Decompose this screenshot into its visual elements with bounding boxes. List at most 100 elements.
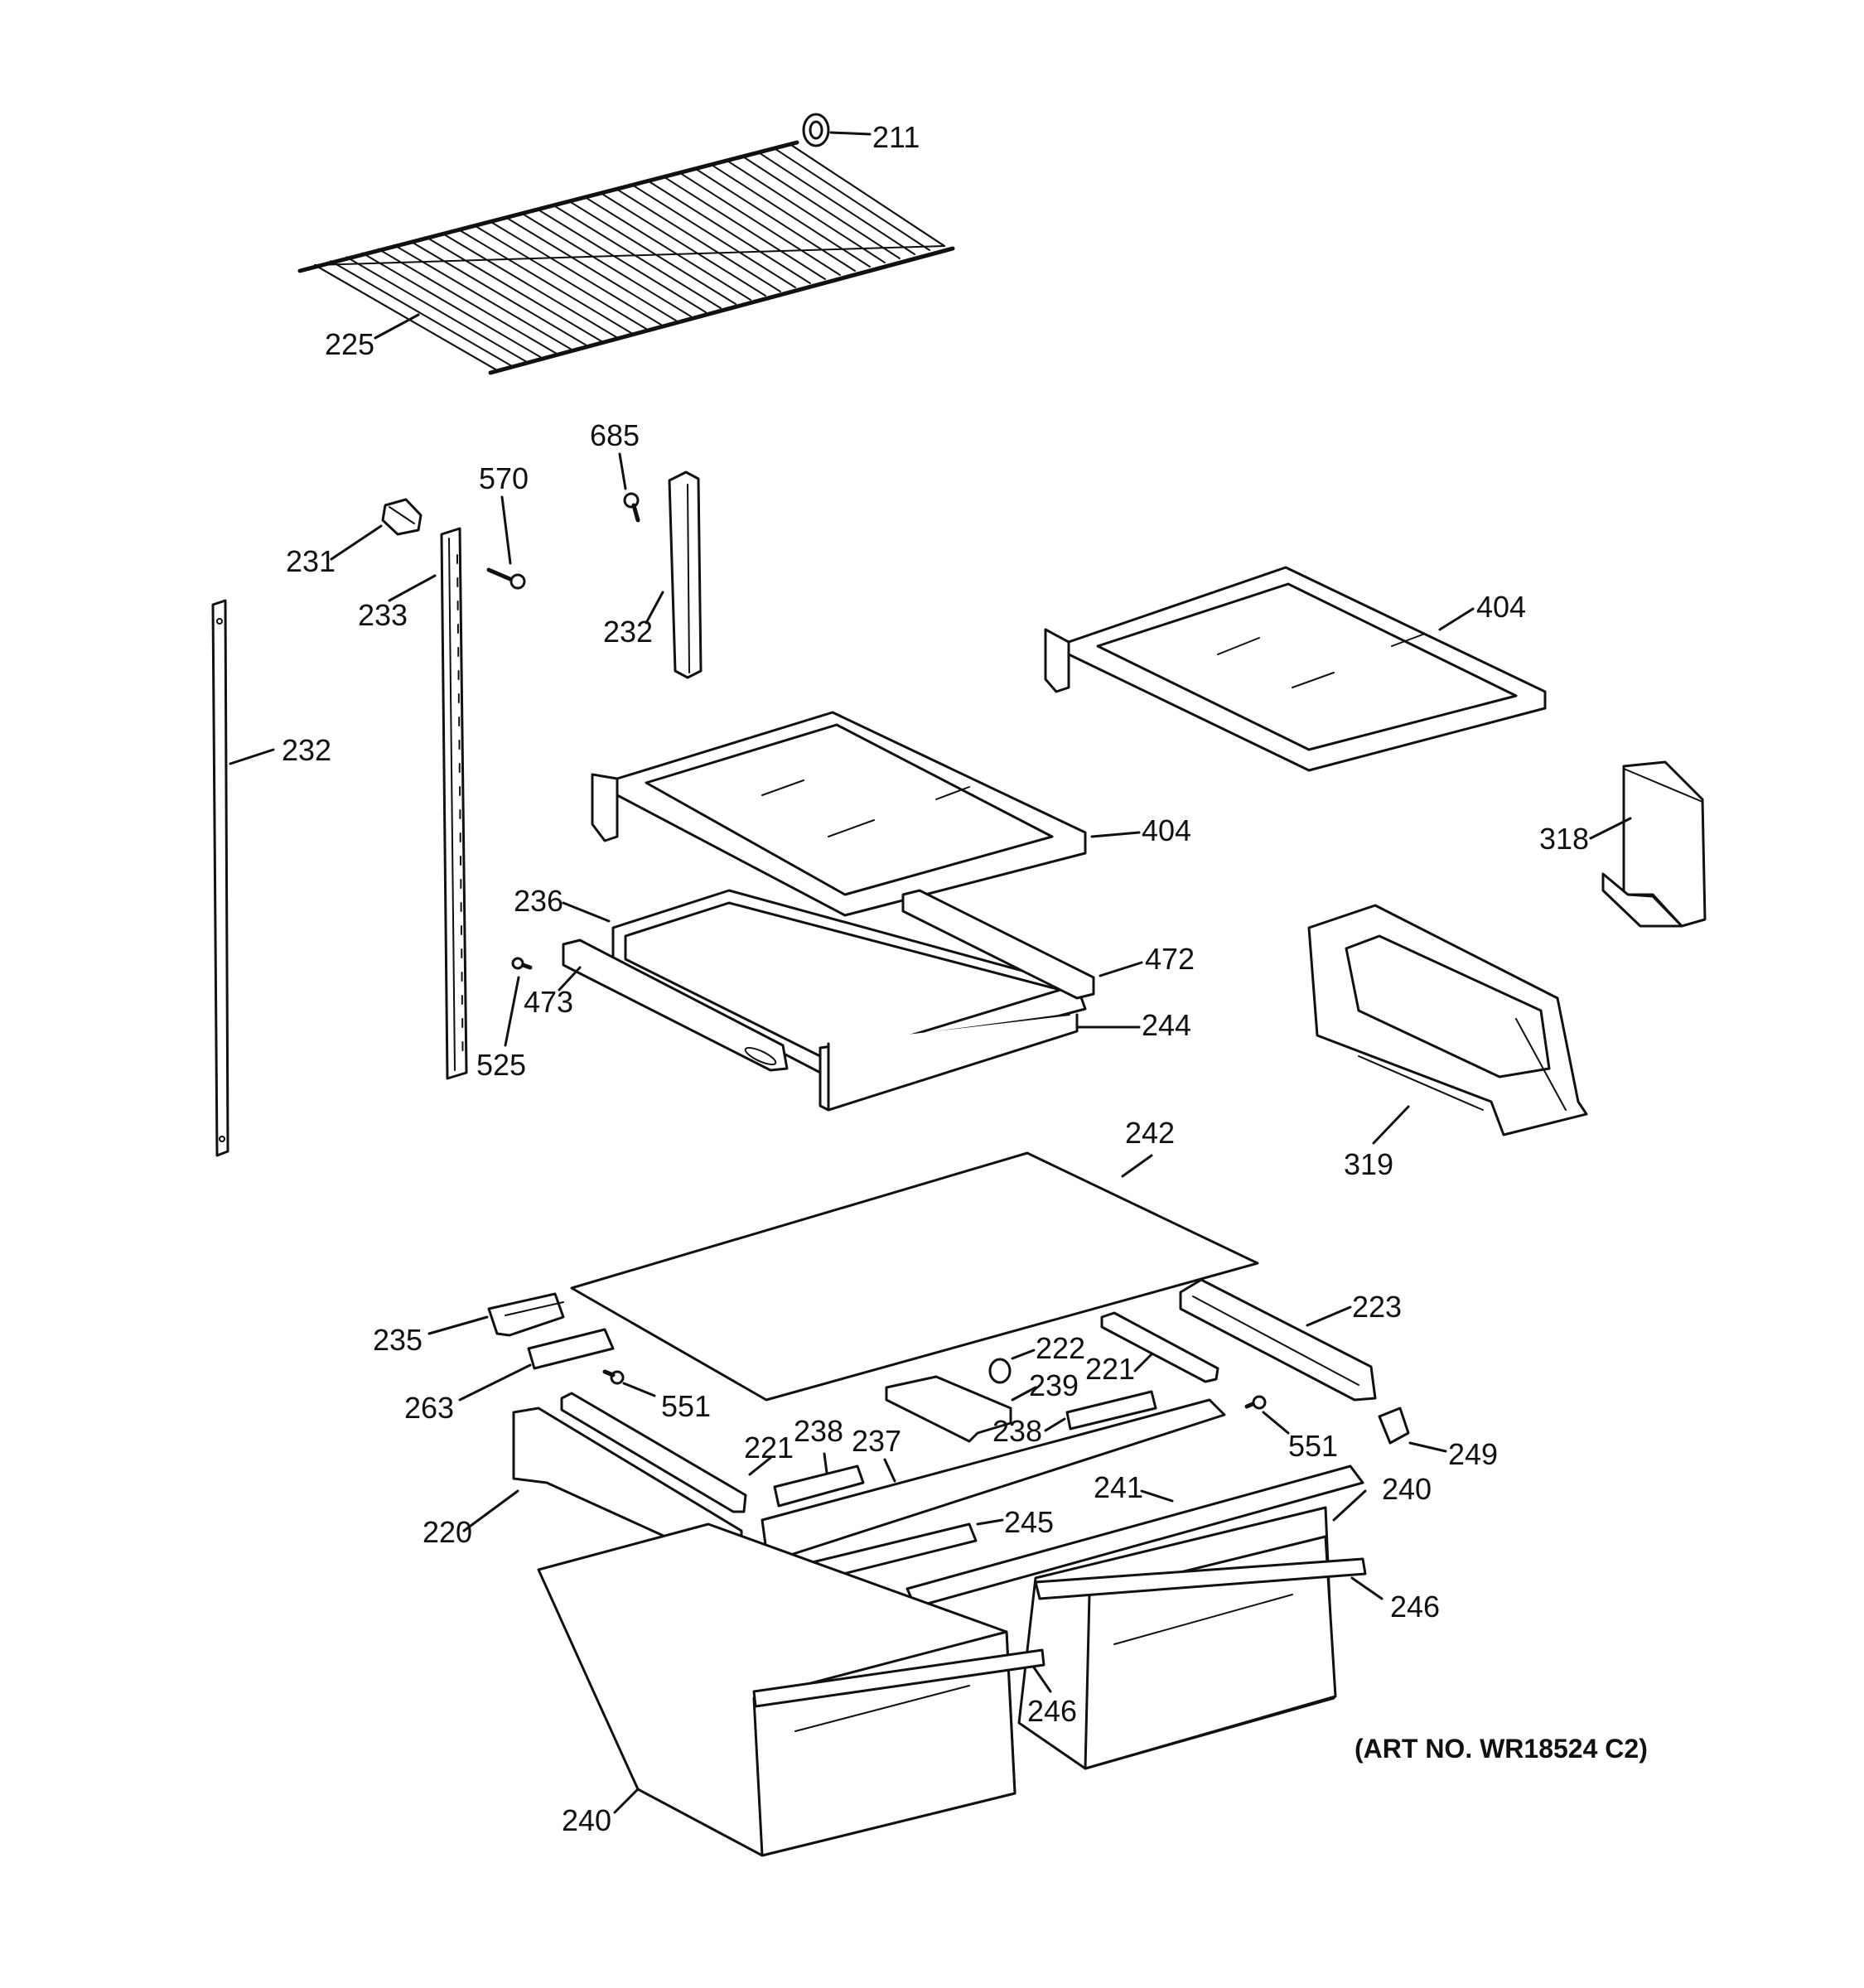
shelf-wire-rod	[695, 168, 856, 272]
shelf-wire-rod	[505, 216, 677, 321]
shelf-wire-rod	[425, 236, 602, 342]
shelf-wire-rod	[647, 180, 811, 284]
label-685: 685	[590, 418, 640, 452]
part-473-side-rail	[558, 939, 789, 1072]
label-551-right: 551	[1288, 1429, 1338, 1463]
part-263-rail	[458, 1328, 615, 1402]
part-232-left-rail	[211, 599, 275, 1157]
label-249: 249	[1448, 1437, 1498, 1471]
shelf-wire-rod	[742, 156, 901, 259]
shelf-wire-rod	[377, 248, 558, 355]
label-240-left: 240	[562, 1803, 611, 1837]
shelf-wire-rod	[536, 208, 707, 313]
shelf-wire-rod	[774, 147, 930, 251]
part-235-rail	[427, 1292, 565, 1337]
label-242: 242	[1125, 1116, 1175, 1150]
label-263: 263	[404, 1391, 454, 1425]
label-241: 241	[1094, 1470, 1143, 1504]
label-220: 220	[423, 1515, 472, 1549]
label-404-upper: 404	[1476, 590, 1526, 624]
part-570-screw	[486, 495, 526, 590]
shelf-wire-rod	[663, 176, 826, 280]
label-246-left: 246	[1027, 1694, 1077, 1728]
art-number: (ART NO. WR18524 C2)	[1355, 1734, 1648, 1764]
shelf-wire-rod	[393, 244, 572, 350]
part-231-clip	[330, 498, 423, 561]
label-235: 235	[373, 1323, 423, 1357]
shelf-wire-rod	[616, 188, 781, 292]
part-246-right-handle	[1034, 1557, 1384, 1600]
part-232-upper-rail	[645, 470, 703, 679]
label-239: 239	[1029, 1368, 1079, 1402]
part-472-rail	[901, 889, 1143, 1000]
label-236: 236	[514, 884, 563, 918]
label-232-upper: 232	[603, 615, 653, 649]
part-221-left-rail	[560, 1392, 772, 1513]
part-222-roller	[988, 1349, 1036, 1384]
shelf-wire-rod	[472, 224, 647, 330]
label-231: 231	[286, 544, 336, 578]
shelf-wire-rod	[441, 232, 617, 338]
label-570: 570	[479, 461, 529, 495]
label-245: 245	[1004, 1505, 1054, 1539]
shelf-wire-rod	[790, 144, 945, 247]
label-223: 223	[1352, 1290, 1402, 1324]
shelf-wire-rod	[583, 195, 751, 301]
part-223-rail	[1179, 1278, 1377, 1402]
label-221-right: 221	[1085, 1352, 1135, 1386]
shelf-wire-rod	[520, 212, 692, 317]
shelf-wire-rod	[330, 260, 513, 367]
part-404-upper-shelf	[1044, 566, 1547, 772]
label-233: 233	[358, 598, 408, 632]
part-685-screw	[618, 452, 640, 523]
label-225: 225	[325, 327, 374, 361]
part-225-wire-shelf	[297, 140, 955, 375]
label-221-left: 221	[744, 1431, 794, 1464]
part-246-left-handle	[752, 1648, 1052, 1708]
shelf-wire-rod	[711, 164, 871, 268]
part-404-lower-shelf	[591, 711, 1141, 917]
shelf-wire-rod	[631, 184, 796, 288]
part-239-slide	[885, 1375, 1037, 1443]
label-211: 211	[872, 120, 920, 154]
label-473: 473	[524, 985, 573, 1019]
label-318: 318	[1539, 822, 1589, 856]
part-242-glass-panel	[570, 1151, 1259, 1402]
shelf-wire-rod	[361, 252, 543, 359]
shelf-wire-rod	[678, 171, 841, 276]
shelf-wire-rod	[409, 240, 587, 346]
shelf-wire-rod	[345, 256, 528, 363]
part-551-screw-left	[602, 1369, 656, 1397]
part-238-right-tab	[1044, 1390, 1157, 1432]
shelf-wire-rod	[456, 228, 632, 334]
label-472: 472	[1145, 942, 1195, 976]
part-221-right-rail	[1100, 1311, 1219, 1383]
part-238-left-tab	[773, 1452, 865, 1508]
label-525: 525	[476, 1048, 526, 1082]
part-249-switch	[1378, 1407, 1447, 1453]
label-244: 244	[1142, 1008, 1191, 1042]
shelf-wire-rod	[488, 220, 662, 326]
label-222: 222	[1036, 1331, 1085, 1365]
shelf-wire-rod	[727, 160, 886, 263]
part-525-screw	[504, 957, 533, 1047]
shelf-wire-rod	[314, 264, 498, 371]
label-404-lower: 404	[1142, 813, 1191, 847]
label-237: 237	[852, 1424, 901, 1458]
label-232-left: 232	[282, 733, 331, 767]
shelf-wire-rod	[600, 192, 766, 297]
callout-labels: 211 225 685 570 231 233 232 232 404 404 …	[282, 120, 1648, 1837]
part-211-grommet	[802, 113, 872, 147]
label-551-left: 551	[661, 1389, 711, 1423]
part-319-ice-bin	[1307, 904, 1588, 1145]
label-240-right: 240	[1382, 1472, 1432, 1506]
label-238-right: 238	[992, 1414, 1042, 1448]
shelf-wire-rod	[552, 204, 722, 309]
part-551-screw-right	[1244, 1395, 1290, 1435]
part-233-rail	[388, 527, 468, 1080]
part-318-bracket	[1589, 760, 1707, 928]
shelf-wire-rod	[567, 200, 736, 305]
label-246-right: 246	[1390, 1590, 1440, 1624]
label-238-left: 238	[794, 1414, 843, 1448]
